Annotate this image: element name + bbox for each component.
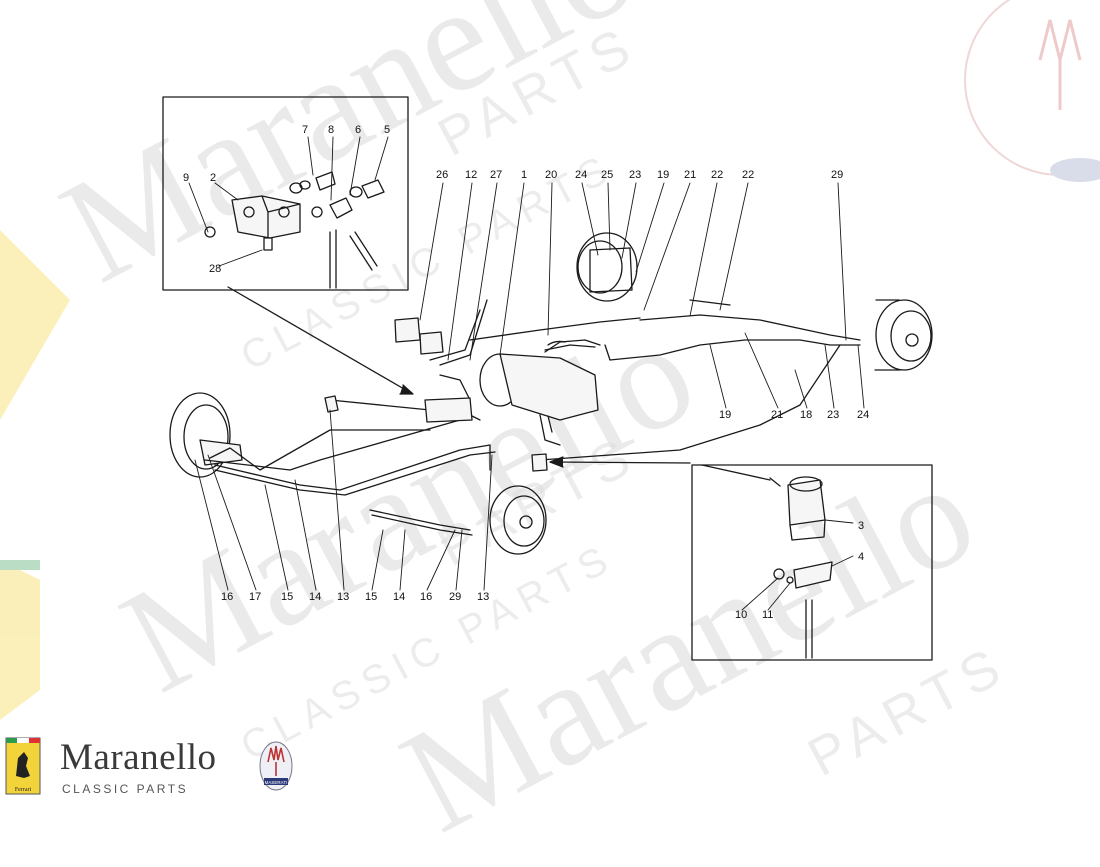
ferrari-badge-icon: Ferrari [5,737,41,795]
callout-1: 1 [521,169,527,181]
callout-10: 10 [735,609,747,621]
maserati-badge-icon: MASERATI [259,741,293,791]
callout-7: 7 [302,124,308,136]
warning-switch-mounted [531,453,548,472]
callout-14-b: 14 [393,591,405,603]
leader-lines [188,136,865,611]
maserati-seal-watermark-right [964,0,1100,182]
callout-29-top: 29 [831,169,843,181]
brake-servo-master-cylinder [479,340,599,446]
callout-15-b: 15 [365,591,377,603]
switch-leader-arrow [552,461,691,464]
brand-subtitle: CLASSIC PARTS [62,782,189,796]
brake-system-diagram: 7 8 6 5 9 2 28 26 12 27 1 20 24 25 23 19… [162,96,933,661]
callout-27: 27 [490,169,502,181]
callout-numbers: 7 8 6 5 9 2 28 26 12 27 1 20 24 25 23 19… [183,124,869,621]
callout-21-top: 21 [684,169,696,181]
callout-9: 9 [183,172,189,184]
callout-26: 26 [436,169,448,181]
callout-29-bottom: 29 [449,591,461,603]
inset-arrowhead [399,384,414,395]
callout-4: 4 [858,551,864,563]
callout-3: 3 [858,520,864,532]
callout-24-bottom: 24 [857,409,869,421]
rear-right-disc [874,299,933,371]
distribution-block [424,397,473,423]
inset-leader-arrow [227,286,412,394]
callout-14-a: 14 [309,591,321,603]
maserati-badge-text: MASERATI [265,780,288,785]
ferrari-badge-text: Ferrari [15,787,32,793]
handbrake-lever [544,339,601,353]
callout-18: 18 [800,409,812,421]
callout-19-bottom: 19 [719,409,731,421]
callout-13-a: 13 [337,591,349,603]
callout-21-bottom: 21 [771,409,783,421]
callout-22-a: 22 [711,169,723,181]
background-badges [0,0,1100,720]
inset-warning-switch-parts [701,464,833,659]
callout-19-top: 19 [657,169,669,181]
callout-13-b: 13 [477,591,489,603]
inset-warning-switch-box [691,464,933,661]
ferrari-shield-watermark-left [0,230,70,720]
front-right-disc [489,485,547,555]
callout-28: 28 [209,263,221,275]
callout-8: 8 [328,124,334,136]
callout-16-b: 16 [420,591,432,603]
callout-25: 25 [601,169,613,181]
inset-pressure-valve-parts [204,171,385,289]
callout-23-bottom: 23 [827,409,839,421]
callout-23-top: 23 [629,169,641,181]
front-tee-fitting [324,395,339,413]
callout-5: 5 [384,124,390,136]
maranello-logo: Ferrari Maranello CLASSIC PARTS MASERATI [4,736,304,796]
callout-22-b: 22 [742,169,754,181]
callout-17: 17 [249,591,261,603]
callout-2: 2 [210,172,216,184]
callout-15-a: 15 [281,591,293,603]
rear-left-disc [576,232,638,302]
callout-6: 6 [355,124,361,136]
callout-12: 12 [465,169,477,181]
front-left-disc [169,392,243,478]
inset-pressure-valve-box [162,96,409,291]
brake-pipes [204,299,861,536]
callout-24-top: 24 [575,169,587,181]
callout-11: 11 [762,609,773,621]
callout-16-a: 16 [221,591,233,603]
callout-20: 20 [545,169,557,181]
brand-title: Maranello [60,737,217,778]
fluid-reservoirs [394,317,444,355]
